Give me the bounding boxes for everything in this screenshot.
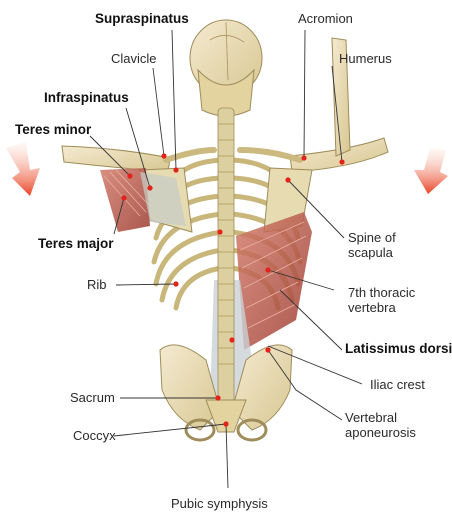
label-supraspinatus: Supraspinatus [95, 11, 189, 26]
label-iliac-crest: Iliac crest [370, 377, 425, 392]
left-humerus [62, 146, 170, 172]
label-vertebral-aponeurosis-line1: Vertebral [345, 410, 416, 425]
left-clavicle [166, 150, 214, 160]
label-7th-thoracic-line2: vertebra [348, 300, 415, 315]
label-humerus: Humerus [339, 51, 392, 66]
label-clavicle: Clavicle [111, 51, 157, 66]
label-spine-of-scapula-line2: scapula [348, 245, 396, 260]
label-teres-minor: Teres minor [15, 122, 91, 137]
right-arrow-icon [414, 148, 448, 194]
label-infraspinatus: Infraspinatus [44, 90, 129, 105]
label-7th-thoracic-vertebra: 7th thoracic vertebra [348, 285, 415, 315]
label-7th-thoracic-line1: 7th thoracic [348, 285, 415, 300]
label-acromion: Acromion [298, 11, 353, 26]
label-coccyx: Coccyx [73, 428, 116, 443]
right-clavicle [240, 150, 300, 160]
label-latissimus-dorsi: Latissimus dorsi [345, 341, 452, 356]
label-teres-major: Teres major [38, 236, 114, 251]
label-vertebral-aponeurosis: Vertebral aponeurosis [345, 410, 416, 440]
label-pubic-symphysis: Pubic symphysis [171, 496, 268, 511]
label-spine-of-scapula: Spine of scapula [348, 230, 396, 260]
latissimus-dorsi-muscle [236, 212, 312, 350]
left-shoulder-muscles [100, 168, 186, 232]
label-rib: Rib [87, 277, 107, 292]
label-vertebral-aponeurosis-line2: aponeurosis [345, 425, 416, 440]
spine [218, 108, 234, 418]
label-sacrum: Sacrum [70, 390, 115, 405]
left-arrow-icon [6, 142, 40, 196]
label-spine-of-scapula-line1: Spine of [348, 230, 396, 245]
skull [190, 20, 262, 116]
